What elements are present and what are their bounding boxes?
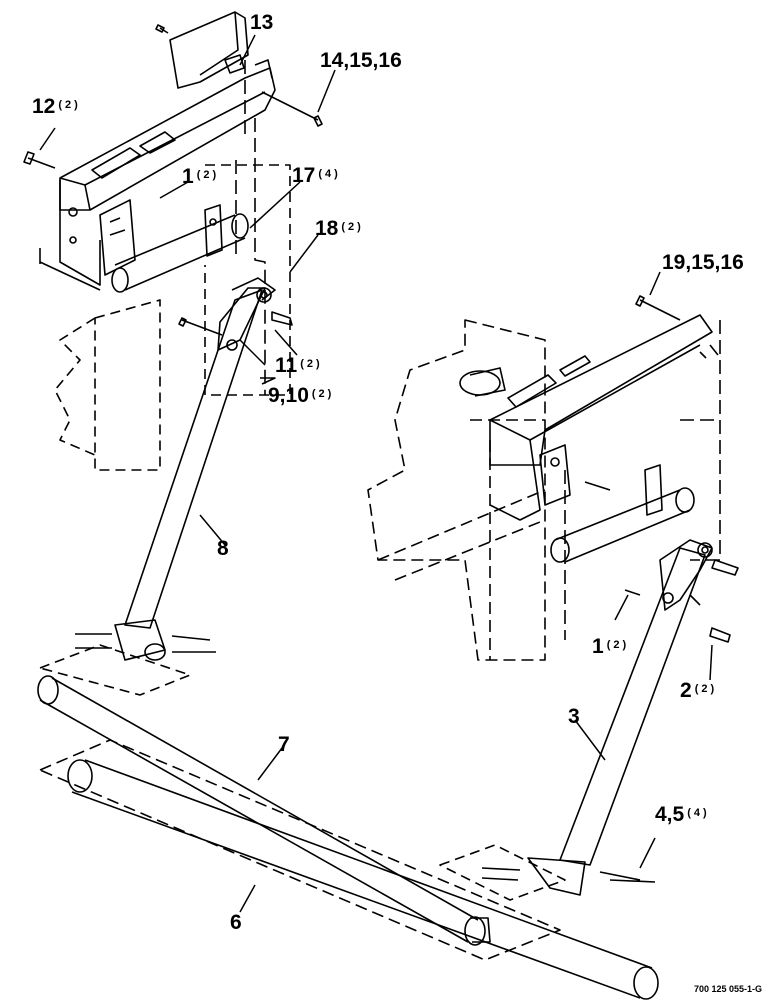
callout-6: 6 <box>230 912 242 933</box>
callout-number: 6 <box>230 911 242 934</box>
callout-18: 18(2) <box>315 218 364 239</box>
callout-quantity: (4) <box>687 807 710 819</box>
callout-number: 14,15,16 <box>320 49 402 72</box>
callout-1-lower: 1(2) <box>592 636 629 657</box>
callout-17: 17(4) <box>292 165 341 186</box>
callout-4-5: 4,5(4) <box>655 804 710 825</box>
callout-number: 13 <box>250 11 274 34</box>
callout-quantity: (2) <box>694 683 718 695</box>
callout-12: 12(2) <box>32 96 81 117</box>
callout-number: 2 <box>680 679 692 702</box>
callout-number: 8 <box>217 537 229 560</box>
callout-3: 3 <box>568 706 580 727</box>
callout-19-15-16: 19,15,16 <box>662 252 744 273</box>
callout-number: 18 <box>315 217 339 240</box>
callout-quantity: (4) <box>318 168 341 180</box>
callout-number: 17 <box>292 164 316 187</box>
callout-quantity: (2) <box>300 358 323 370</box>
callout-quantity: (2) <box>341 221 364 233</box>
callout-number: 1 <box>182 165 194 188</box>
callout-number: 11 <box>275 354 298 377</box>
callout-number: 7 <box>278 733 290 756</box>
callout-number: 12 <box>32 95 56 118</box>
callout-quantity: (2) <box>196 169 220 181</box>
callout-number: 9,10 <box>268 384 309 407</box>
callout-14-15-16: 14,15,16 <box>320 50 402 71</box>
callout-9-10: 9,10(2) <box>268 385 334 406</box>
callout-number: 3 <box>568 705 580 728</box>
callout-8: 8 <box>217 538 229 559</box>
right-arm <box>439 539 739 901</box>
callout-number: 4,5 <box>655 803 685 826</box>
callout-13: 13 <box>250 12 273 33</box>
tube-7 <box>37 675 491 946</box>
left-upper-bracket <box>23 11 323 395</box>
tube-6 <box>39 739 659 1000</box>
callout-quantity: (2) <box>606 639 630 651</box>
callout-number: 19,15,16 <box>662 251 744 274</box>
left-frame-panel <box>54 164 291 471</box>
callout-11: 11(2) <box>275 355 323 376</box>
drawing-id: 700 125 055-1-G <box>693 984 762 994</box>
callout-1-upper: 1(2) <box>182 166 219 187</box>
left-arm <box>39 277 293 696</box>
callout-quantity: (2) <box>58 99 81 111</box>
leader-lines <box>39 34 713 913</box>
callout-quantity: (2) <box>311 388 335 400</box>
callout-7: 7 <box>278 734 290 755</box>
right-frame <box>367 295 721 661</box>
callout-number: 1 <box>592 635 604 658</box>
callout-2: 2(2) <box>680 680 717 701</box>
